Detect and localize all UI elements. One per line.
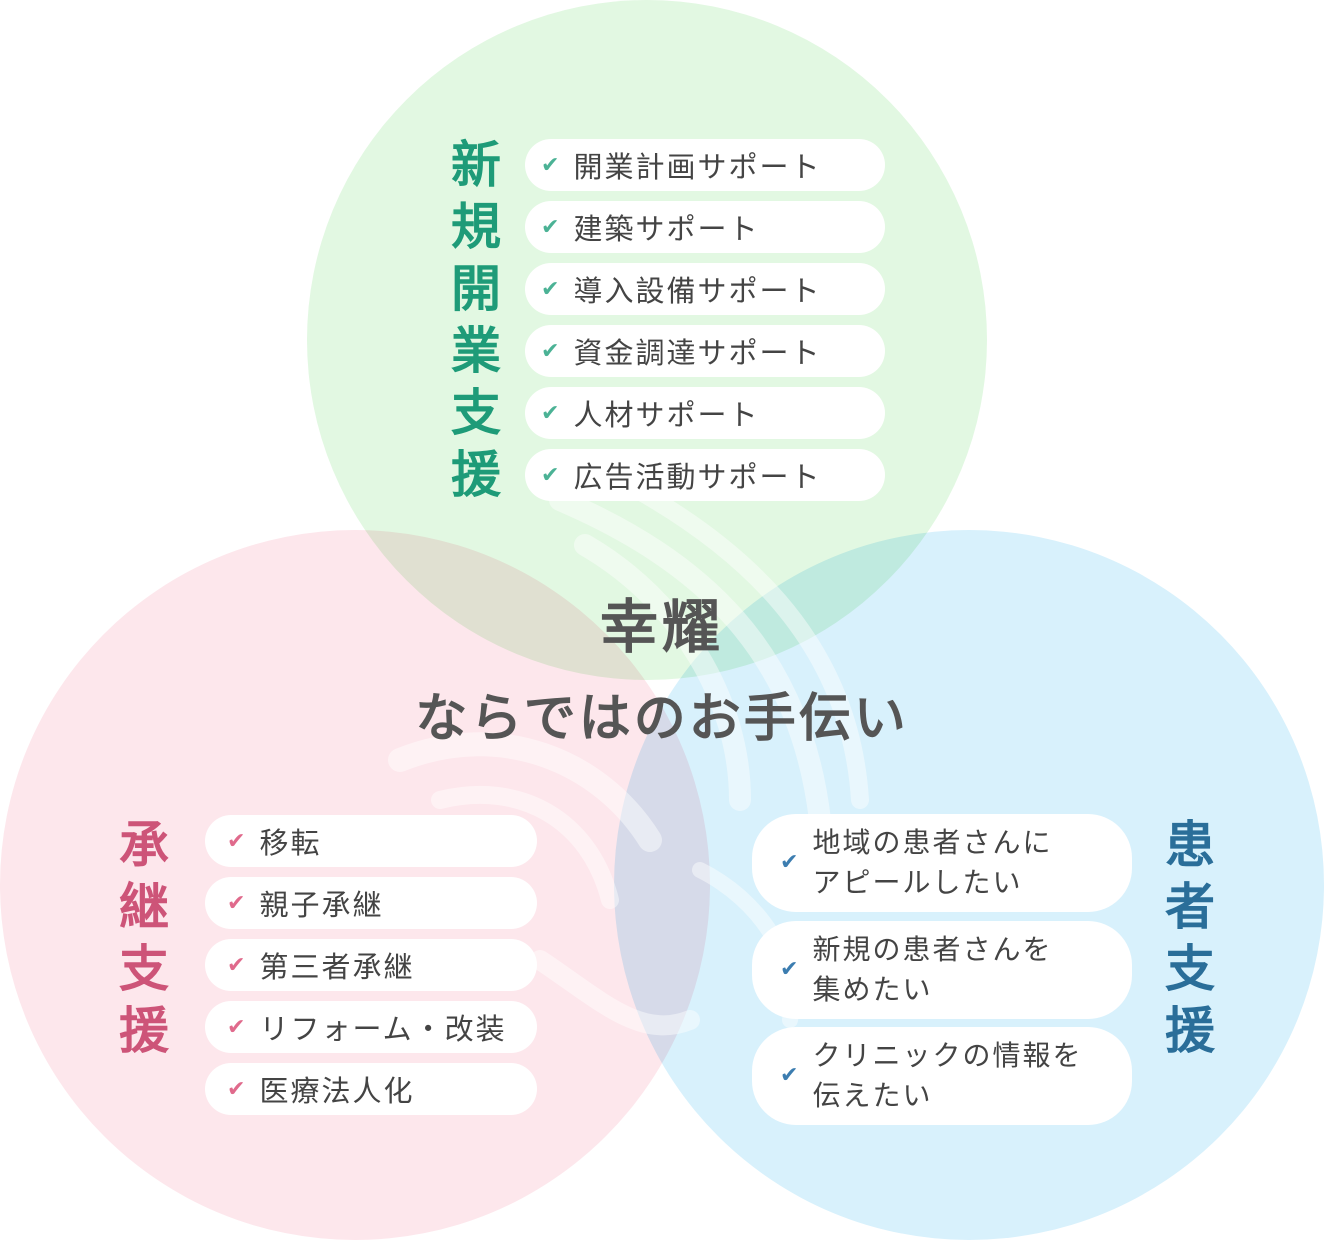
succession-item: ✔ 第三者承継 (205, 939, 537, 991)
patient-title: 患 者 支 援 (1158, 814, 1222, 1062)
item-label: 第三者承継 (259, 950, 415, 984)
check-icon: ✔ (227, 890, 248, 916)
item-label-line: 地域の患者さんに (812, 826, 1053, 859)
title-char: 開 (451, 260, 501, 318)
check-icon: ✔ (227, 828, 248, 854)
check-icon: ✔ (227, 952, 248, 978)
check-icon: ✔ (227, 1076, 248, 1102)
succession-title: 承 継 支 援 (112, 814, 176, 1062)
title-char: 支 (1165, 940, 1215, 998)
title-char: 規 (451, 198, 501, 256)
item-label: 資金調達サポート (573, 336, 822, 370)
item-label: 移転 (259, 826, 322, 860)
patient-item: ✔ 新規の患者さんを 集めたい (752, 921, 1132, 1019)
new-business-title: 新 規 開 業 支 援 (444, 134, 508, 506)
item-label-line: 新規の患者さんを (812, 933, 1053, 966)
title-char: 患 (1165, 816, 1215, 874)
succession-item: ✔ 移転 (205, 815, 537, 867)
item-label: リフォーム・改装 (259, 1012, 507, 1046)
item-label: 医療法人化 (259, 1074, 415, 1108)
item-label: 開業計画サポート (573, 150, 822, 184)
title-char: 新 (451, 136, 501, 194)
check-icon: ✔ (780, 957, 801, 982)
patient-item: ✔ クリニックの情報を 伝えたい (752, 1027, 1132, 1125)
check-icon: ✔ (541, 214, 562, 240)
title-char: 援 (451, 446, 501, 504)
new-business-item: ✔ 導入設備サポート (525, 263, 885, 315)
succession-item: ✔ 医療法人化 (205, 1063, 537, 1115)
succession-item: ✔ 親子承継 (205, 877, 537, 929)
item-label: 人材サポート (573, 398, 760, 432)
title-char: 支 (119, 940, 169, 998)
new-business-item: ✔ 資金調達サポート (525, 325, 885, 377)
item-label-line: クリニックの情報を (812, 1039, 1083, 1072)
item-label: 広告活動サポート (573, 460, 822, 494)
patient-item: ✔ 地域の患者さんに アピールしたい (752, 814, 1132, 912)
item-label-line: 伝えたい (812, 1079, 933, 1112)
new-business-item: ✔ 人材サポート (525, 387, 885, 439)
check-icon: ✔ (227, 1014, 248, 1040)
check-icon: ✔ (541, 462, 562, 488)
new-business-item: ✔ 建築サポート (525, 201, 885, 253)
title-char: 援 (1165, 1002, 1215, 1060)
item-label: 建築サポート (573, 212, 760, 246)
center-subtitle: ならではのお手伝い (415, 689, 909, 749)
center-title: 幸耀 (599, 593, 724, 661)
check-icon: ✔ (541, 152, 562, 178)
item-label: 導入設備サポート (573, 274, 822, 308)
succession-item: ✔ リフォーム・改装 (205, 1001, 537, 1053)
check-icon: ✔ (780, 850, 801, 875)
new-business-item: ✔ 開業計画サポート (525, 139, 885, 191)
check-icon: ✔ (541, 276, 562, 302)
check-icon: ✔ (541, 400, 562, 426)
title-char: 承 (119, 816, 169, 874)
item-label-line: 集めたい (812, 973, 933, 1006)
title-char: 継 (119, 878, 169, 936)
title-char: 者 (1165, 878, 1215, 936)
title-char: 業 (451, 322, 501, 380)
item-label: 親子承継 (259, 888, 384, 922)
check-icon: ✔ (541, 338, 562, 364)
check-icon: ✔ (780, 1063, 801, 1088)
new-business-item: ✔ 広告活動サポート (525, 449, 885, 501)
title-char: 援 (119, 1002, 169, 1060)
item-label-line: アピールしたい (812, 866, 1023, 899)
title-char: 支 (451, 384, 501, 442)
